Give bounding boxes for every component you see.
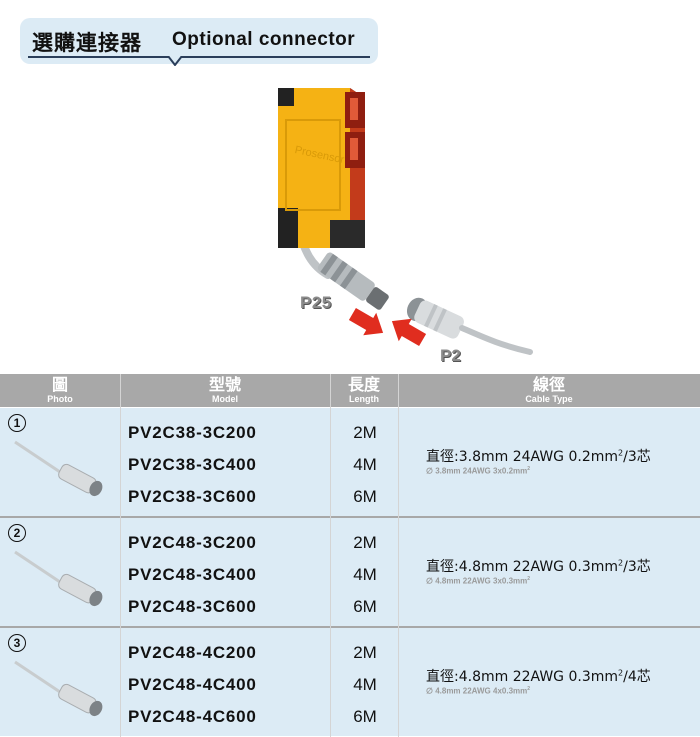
callout-tip-icon xyxy=(168,56,182,66)
length-value: 6M xyxy=(353,597,377,616)
photoelectric-sensor-image: Prosensor xyxy=(278,88,365,248)
model-number: PV2C48-4C600 xyxy=(128,707,257,726)
cable-spec-sub: ∅ 4.8mm 22AWG 4x0.3mm2 xyxy=(426,686,531,696)
table-row: 1 PV2C38-3C200 PV2C38-3C400 PV2C38-3C600… xyxy=(0,408,700,516)
cable-spec: 直徑:4.8mm 22AWG 0.3mm2/4芯 xyxy=(426,668,651,685)
row-index-badge: 1 xyxy=(8,414,26,432)
column-divider xyxy=(330,374,331,737)
length-value: 4M xyxy=(353,675,377,694)
column-divider xyxy=(398,374,399,737)
model-number: PV2C48-3C600 xyxy=(128,597,257,616)
model-number: PV2C48-4C200 xyxy=(128,643,257,662)
length-value: 4M xyxy=(353,565,377,584)
arrow-left-icon xyxy=(391,318,427,347)
length-value: 6M xyxy=(353,707,377,726)
model-number: PV2C38-3C400 xyxy=(128,455,257,474)
connector-thumbnail-image xyxy=(14,660,103,717)
connector-thumbnail-image xyxy=(14,440,103,497)
section-title-zh: 選購連接器 xyxy=(32,31,142,55)
header-underline xyxy=(28,56,370,58)
model-number: PV2C38-3C200 xyxy=(128,423,257,442)
table-row: 2 PV2C48-3C200 PV2C48-3C400 PV2C48-3C600… xyxy=(0,518,700,626)
label-p2: P2 xyxy=(440,346,461,365)
connector-thumbnail-image xyxy=(14,550,103,607)
length-value: 2M xyxy=(353,533,377,552)
cable-spec: 直徑:4.8mm 22AWG 0.3mm2/3芯 xyxy=(426,558,651,575)
length-value: 2M xyxy=(353,643,377,662)
row-index-badge: 2 xyxy=(8,524,26,542)
row-divider xyxy=(0,626,700,628)
column-divider xyxy=(120,374,121,737)
cable-spec: 直徑:3.8mm 24AWG 0.2mm2/3芯 xyxy=(426,448,651,465)
length-value: 6M xyxy=(353,487,377,506)
row-index-badge: 3 xyxy=(8,634,26,652)
row-divider xyxy=(0,516,700,518)
length-value: 4M xyxy=(353,455,377,474)
label-p25: P25 xyxy=(300,293,332,312)
model-number: PV2C48-3C200 xyxy=(128,533,257,552)
table-row: 3 PV2C48-4C200 PV2C48-4C400 PV2C48-4C600… xyxy=(0,628,700,736)
female-connector-image xyxy=(406,297,464,339)
section-header-badge: 選購連接器 Optional connector xyxy=(20,18,378,66)
cable-spec-sub: ∅ 4.8mm 22AWG 3x0.3mm2 xyxy=(426,576,531,586)
model-number: PV2C48-3C400 xyxy=(128,565,257,584)
length-value: 2M xyxy=(353,423,377,442)
cable-spec-sub: ∅ 3.8mm 24AWG 3x0.2mm2 xyxy=(426,466,531,476)
arrow-right-icon xyxy=(348,307,384,336)
model-number: PV2C38-3C600 xyxy=(128,487,257,506)
sensor-connector-illustration: Prosensor xyxy=(278,88,533,355)
model-number: PV2C48-4C400 xyxy=(128,675,257,694)
section-title-en: Optional connector xyxy=(172,29,356,50)
male-connector-image xyxy=(317,252,389,310)
